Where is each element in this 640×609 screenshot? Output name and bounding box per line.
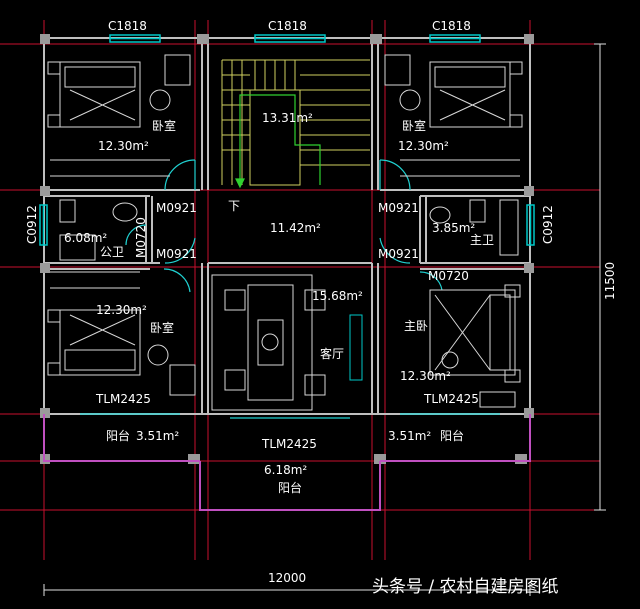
dimension-width: 12000 (268, 571, 306, 585)
window-label-left-side: C0912 (25, 205, 39, 244)
room-label-bedroom-tl: 卧室 (152, 118, 176, 133)
side-windows (39, 204, 535, 246)
room-label-master: 主卧 (404, 319, 428, 333)
room-area-bath-right: 3.85m² (432, 221, 475, 235)
room-label-balcony-center: 阳台 (278, 480, 302, 495)
room-area-bedroom-tr: 12.30m² (398, 139, 449, 153)
room-area-bath-left: 6.08m² (64, 231, 107, 245)
door-label-left-sliding: TLM2425 (95, 392, 151, 406)
stair-arrow (235, 94, 321, 189)
room-label-bath-right: 主卫 (470, 233, 494, 247)
room-label-balcony-right: 阳台 (440, 428, 464, 443)
room-label-bedroom-tr: 卧室 (402, 118, 426, 133)
door-label-left-bedroom-top: M0921 (156, 201, 197, 215)
window-labels: C1818 C1818 C1818 C0912 C0912 (25, 19, 555, 244)
door-label-right-bedroom-top: M0921 (378, 201, 419, 215)
room-label-living: 客厅 (320, 346, 344, 361)
doors (80, 159, 500, 419)
room-area-hall: 11.42m² (270, 221, 321, 235)
door-label-right-master-bath: M0720 (428, 269, 469, 283)
door-label-right-bath: M0921 (378, 247, 419, 261)
door-label-right-sliding: TLM2425 (423, 392, 479, 406)
room-area-bedroom-tl: 12.30m² (98, 139, 149, 153)
window-label-top-center: C1818 (268, 19, 307, 33)
room-area-master: 12.30m² (400, 369, 451, 383)
door-label-center-sliding: TLM2425 (261, 437, 317, 451)
door-label-left-bath: M0921 (156, 247, 197, 261)
room-label-stair-down: 下 (228, 199, 240, 213)
balcony-railings (43, 414, 531, 511)
watermark-text: 头条号 / 农村自建房图纸 (372, 577, 559, 597)
room-label-balcony-left: 阳台 (106, 428, 130, 443)
stair (221, 59, 370, 186)
room-area-stair: 13.31m² (262, 111, 313, 125)
window-label-top-left: C1818 (108, 19, 147, 33)
door-label-left-bath-side: M0720 (134, 217, 148, 258)
window-label-top-right: C1818 (432, 19, 471, 33)
top-windows (109, 34, 481, 43)
room-label-bedroom-bl: 卧室 (150, 320, 174, 335)
room-area-balcony-left: 3.51m² (136, 429, 179, 443)
room-area-bedroom-bl: 12.30m² (96, 303, 147, 317)
dimension-height: 11500 (603, 262, 617, 300)
room-area-living: 15.68m² (312, 289, 363, 303)
door-labels: M0921 M0921 M0720 M0921 M0921 M0720 TLM2… (95, 201, 479, 451)
window-label-right-side: C0912 (541, 205, 555, 244)
walls (43, 37, 531, 415)
watermark: 头条号 / 农村自建房图纸 (372, 577, 559, 597)
room-label-bath-left: 公卫 (100, 245, 124, 259)
dimension-lines (43, 43, 606, 596)
room-area-balcony-center: 6.18m² (264, 463, 307, 477)
room-area-balcony-right: 3.51m² (388, 429, 431, 443)
dimension-labels: 12000 11500 (268, 262, 617, 585)
room-labels: 12.30m² 卧室 13.31m² 下 12.30m² 卧室 6.08m² 公… (64, 111, 494, 495)
furniture (47, 54, 523, 411)
